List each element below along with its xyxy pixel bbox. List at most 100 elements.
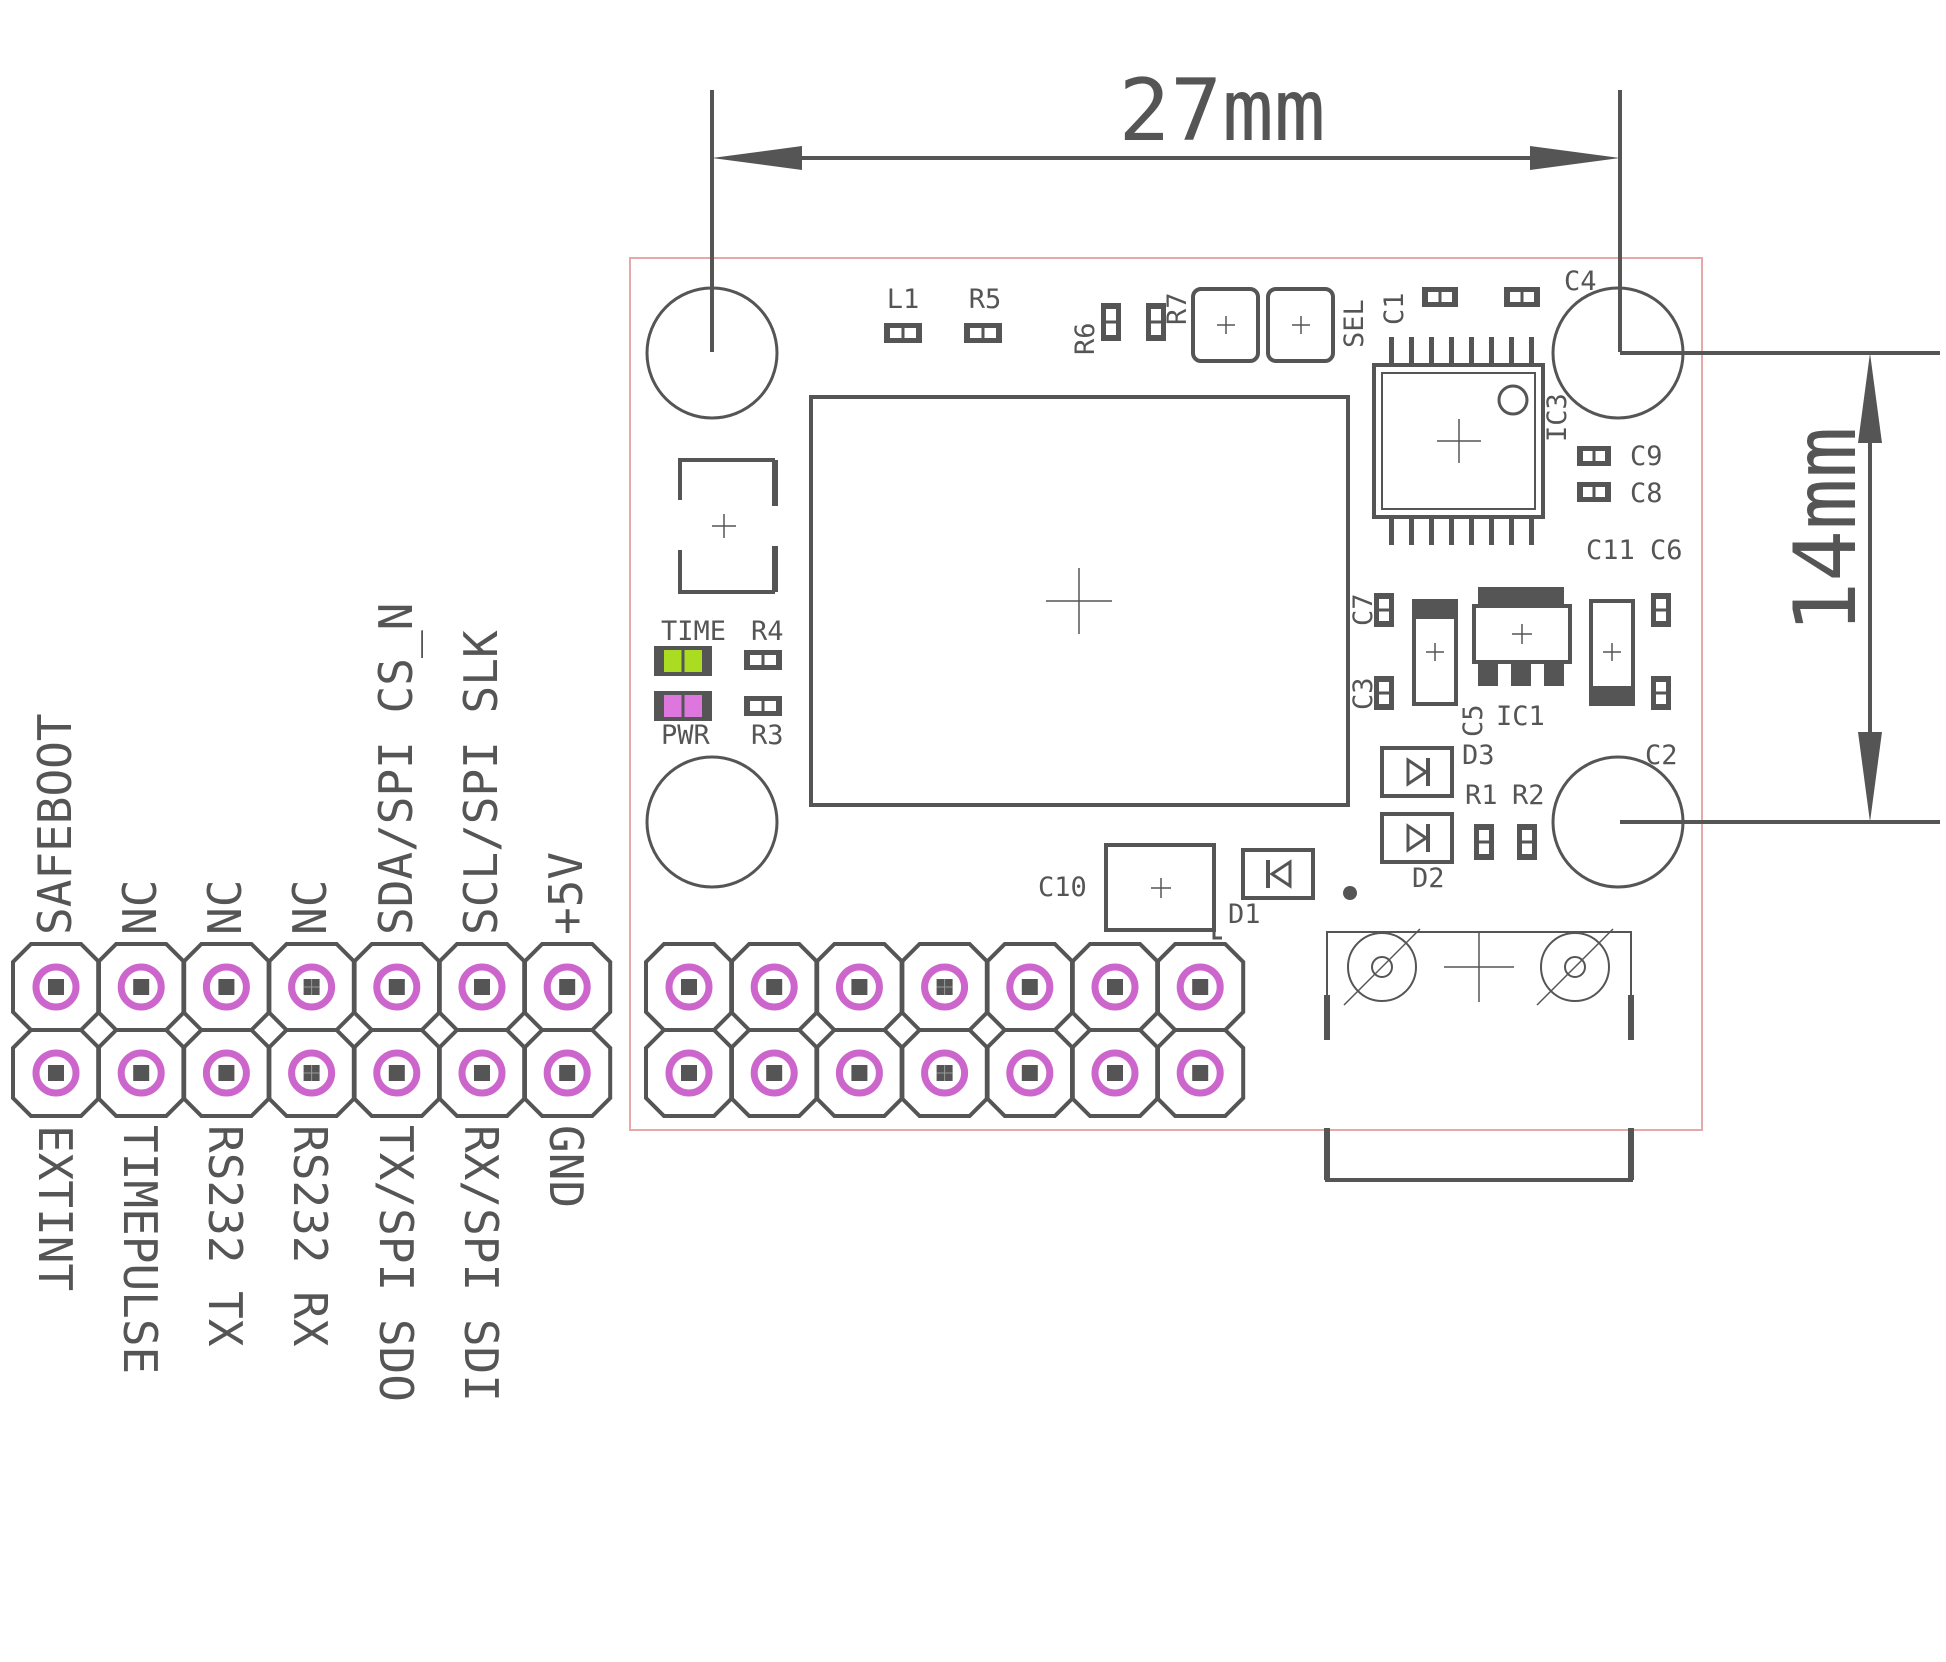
- pin-labels-bottom: EXTINT TIMEPULSE RS232 TX RS232 RX TX/SP…: [28, 1125, 593, 1402]
- pin-labels-top: SAFEBOOT NC NC NC SDA/SPI CS_N SCL/SPI S…: [28, 603, 593, 935]
- left-header-pin-r2-1: [11, 1028, 101, 1118]
- pin1-dot: [1343, 886, 1357, 900]
- right-header-pin-r1-4: [899, 942, 990, 1032]
- label-c10: C10: [1038, 872, 1087, 903]
- left-header-pin-r2-6: [437, 1028, 527, 1118]
- diode-d1: [1241, 848, 1315, 900]
- smd-r6: [1101, 303, 1121, 341]
- right-header-pin-r1-3: [814, 942, 905, 1032]
- pin-label-bottom-5: TX/SPI SDO: [369, 1125, 423, 1402]
- smd-r7: [1146, 303, 1166, 341]
- ic3-pin-top-5: [1469, 337, 1474, 363]
- ic3-pin-top-8: [1529, 337, 1534, 363]
- label-sel: SEL: [1339, 299, 1370, 348]
- ic3-pin-top-1: [1389, 337, 1394, 363]
- right-header-pin-r1-6: [1070, 942, 1160, 1032]
- ic3-pin-bottom-3: [1429, 519, 1434, 545]
- right-header-pin-r1-7: [1155, 942, 1246, 1032]
- label-r4: R4: [751, 616, 784, 647]
- pin-label-bottom-4: RS232 RX: [283, 1125, 337, 1347]
- label-r1: R1: [1465, 780, 1498, 811]
- mounting-hole-bottom-left: [645, 755, 779, 889]
- right-header-pin-r2-2: [729, 1028, 820, 1118]
- board-outline: [629, 257, 1703, 1131]
- left-header-pin-r1-3: [181, 942, 272, 1032]
- led-time: [654, 646, 712, 676]
- left-header-pin-r2-7: [522, 1028, 613, 1118]
- smd-c4: [1504, 287, 1540, 307]
- ic3-pin-bottom-7: [1509, 519, 1514, 545]
- label-time: TIME: [661, 616, 726, 647]
- pin-label-top-1: SAFEBOOT: [28, 713, 82, 935]
- ic3-pin-top-4: [1449, 337, 1454, 363]
- ic3-pin-bottom-1: [1389, 519, 1394, 545]
- pin-label-bottom-3: RS232 TX: [198, 1125, 252, 1347]
- pin-label-top-7: +5V: [539, 852, 593, 935]
- label-c2: C2: [1645, 740, 1678, 771]
- pin-label-top-6: SCL/SPI SLK: [454, 630, 508, 935]
- ic3-pin-top-3: [1429, 337, 1434, 363]
- label-l1: L1: [887, 284, 920, 315]
- diode-d2: [1380, 812, 1454, 864]
- mounting-hole-top-left: [645, 286, 779, 420]
- right-header-pin-r1-5: [984, 942, 1075, 1032]
- label-c6: C6: [1650, 535, 1683, 566]
- dimension-width-label: 27mm: [1118, 61, 1325, 161]
- label-d3: D3: [1462, 740, 1495, 771]
- cap-c5: [1412, 599, 1458, 706]
- smd-c1: [1422, 287, 1458, 307]
- left-header-pin-r1-1: [11, 942, 101, 1032]
- right-header-pin-r1-2: [729, 942, 820, 1032]
- pin-label-bottom-6: RX/SPI SDI: [454, 1125, 508, 1402]
- label-ic3: IC3: [1542, 393, 1573, 442]
- right-header-pin-r2-7: [1155, 1028, 1246, 1118]
- usb-connector: [1324, 928, 1634, 1182]
- label-d2: D2: [1412, 863, 1445, 894]
- arrow-right-icon: [1530, 146, 1620, 170]
- label-pwr: PWR: [661, 720, 711, 751]
- right-header-pin-r2-6: [1070, 1028, 1160, 1118]
- label-r3: R3: [751, 720, 784, 751]
- left-header-pin-r1-4: [266, 942, 357, 1032]
- mounting-hole-bottom-right: [1551, 755, 1685, 889]
- label-d1: D1: [1228, 899, 1261, 930]
- designator-labels: L1 R5 R6 R7 SEL C1 C4 IC3 C9 C8 C11 C6 C…: [661, 266, 1683, 930]
- cap-c2-side: [1589, 599, 1635, 706]
- pin-label-top-4: NC: [283, 880, 337, 935]
- label-ic1: IC1: [1496, 701, 1545, 732]
- bracket-component: [678, 458, 778, 594]
- label-c9: C9: [1630, 441, 1663, 472]
- smd-c7: [1374, 593, 1394, 627]
- diode-d3: [1380, 746, 1454, 798]
- label-c7: C7: [1348, 593, 1379, 626]
- pin-label-bottom-7: GND: [539, 1125, 593, 1208]
- ic3-pin-bottom-5: [1469, 519, 1474, 545]
- dimension-width: 27mm: [710, 61, 1622, 352]
- ic3-pin-bottom-4: [1449, 519, 1454, 545]
- label-c11: C11: [1586, 535, 1635, 566]
- label-c5: C5: [1458, 704, 1489, 737]
- pin-label-bottom-1: EXTINT: [28, 1125, 82, 1291]
- smd-r1: [1474, 824, 1494, 860]
- label-r6: R6: [1070, 322, 1101, 355]
- sel-jumper-pads: [1191, 287, 1335, 363]
- cap-c10: [1104, 843, 1222, 940]
- ic1-regulator: [1472, 587, 1572, 686]
- pin-label-bottom-2: TIMEPULSE: [113, 1125, 167, 1374]
- label-r7: R7: [1162, 292, 1193, 325]
- ic3-chip: [1372, 337, 1545, 545]
- smd-r4: [744, 650, 782, 670]
- ic3-pin-top-7: [1509, 337, 1514, 363]
- smd-c6: [1651, 593, 1671, 627]
- left-header-pin-r1-7: [522, 942, 613, 1032]
- left-header-pin-r2-5: [351, 1028, 442, 1118]
- gps-module: [809, 395, 1350, 807]
- left-header-pin-r2-4: [266, 1028, 357, 1118]
- header-left-2x7: [11, 942, 613, 1118]
- ic3-pin-top-2: [1409, 337, 1414, 363]
- arrow-down-icon: [1858, 732, 1882, 822]
- label-r2: R2: [1512, 780, 1545, 811]
- right-header-pin-r2-3: [814, 1028, 905, 1118]
- header-right-2x7: [644, 942, 1246, 1118]
- smd-c9: [1577, 446, 1611, 466]
